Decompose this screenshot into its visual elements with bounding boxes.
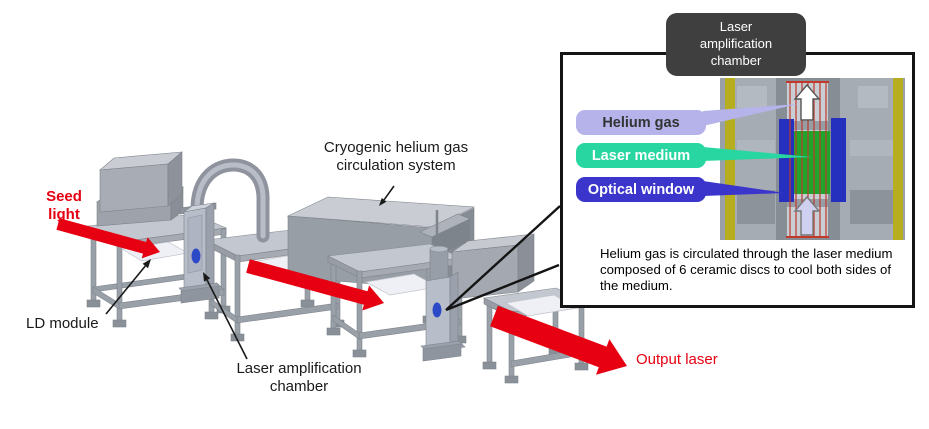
cryo-system-box <box>286 196 476 290</box>
table-3 <box>326 243 467 358</box>
ld-module-box <box>95 151 185 227</box>
output-laser-label: Output laser <box>636 351 718 368</box>
amp-chamber-label: Laser amplification chamber <box>236 360 362 396</box>
seed-light-label: Seed light <box>46 188 82 224</box>
output-laser-arrow <box>490 305 627 375</box>
cryo-leader-arrow <box>379 185 395 206</box>
legend-pill-helium-gas: Helium gas <box>576 110 706 135</box>
legend-pill-laser-medium: Laser medium <box>576 143 706 168</box>
beam-tray-2 <box>251 253 319 275</box>
helium-pipe-short <box>397 247 437 267</box>
beam-tray-3 <box>364 273 440 296</box>
inset-callout-tail <box>445 205 561 312</box>
helium-pipe-arch <box>190 158 270 243</box>
legend-pill-optical-window: Optical window <box>576 177 706 202</box>
cryo-system-label: Cryogenic helium gas circulation system <box>323 139 469 175</box>
inset-badge: Laser amplification chamber <box>666 13 806 76</box>
beam-tray-1 <box>120 241 190 262</box>
chamber-1-window <box>191 248 201 264</box>
amp-chamber-2 <box>420 210 466 362</box>
ld-module-leader-arrow <box>105 259 151 315</box>
right-end-box <box>451 233 535 300</box>
amp-chamber-1 <box>178 202 224 304</box>
table-1 <box>86 213 231 328</box>
table-2 <box>204 227 345 342</box>
ld-module-label: LD module <box>26 315 99 332</box>
chamber-2-window <box>432 302 442 318</box>
inset-caption: Helium gas is circulated through the las… <box>600 246 893 293</box>
beam-flow-arrow <box>246 259 384 311</box>
amp-chamber-leader-arrow <box>203 272 248 360</box>
